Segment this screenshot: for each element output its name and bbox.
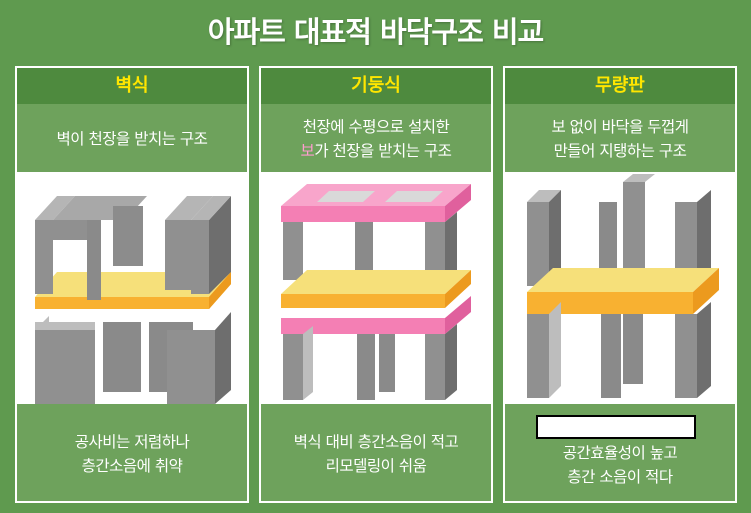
- panel-description: 보 없이 바닥을 두껍게 만들어 지탱하는 구조: [505, 106, 735, 172]
- column-structure-illustration: [261, 172, 491, 404]
- lower-columns: [527, 302, 711, 398]
- wall-structure-svg: [35, 196, 231, 404]
- description-line: 보 없이 바닥을 두껍게: [551, 118, 689, 136]
- footer-line: 공사비는 저렴하나: [74, 432, 190, 451]
- panel-description: 벽이 천장을 받치는 구조: [17, 106, 247, 172]
- wall-structure-illustration: [17, 172, 247, 404]
- column-structure-svg: [281, 184, 471, 400]
- panel-flat-slab-type: 무량판 보 없이 바닥을 두껍게 만들어 지탱하는 구조: [503, 66, 737, 503]
- footer-line: 벽식 대비 층간소음이 적고: [293, 432, 459, 451]
- description-text: 가 천장을 받치는 구조: [314, 142, 452, 160]
- flat-slab-structure-illustration: [505, 172, 735, 404]
- footer-line: 층간소음에 취약: [81, 456, 183, 475]
- floor-slab: [527, 268, 719, 314]
- footer-line: 공간효율성이 높고: [562, 443, 678, 462]
- description-line: 보가 천장을 받치는 구조: [261, 139, 491, 163]
- panel-description: 천장에 수평으로 설치한 보가 천장을 받치는 구조: [261, 106, 491, 172]
- upper-walls: [35, 196, 231, 300]
- panel-footer: 공사비는 저렴하나 층간소음에 취약: [17, 406, 247, 501]
- lower-walls: [35, 312, 231, 404]
- panel-wall-type: 벽식 벽이 천장을 받치는 구조: [15, 66, 249, 503]
- panel-header: 벽식: [17, 68, 247, 104]
- panel-header: 기둥식: [261, 68, 491, 104]
- beam-highlight: 보: [300, 142, 315, 160]
- top-beam-frame: [281, 184, 471, 222]
- description-line: 만들어 지탱하는 구조: [553, 142, 687, 160]
- upper-columns: [527, 174, 711, 286]
- floor-slab: [281, 270, 471, 308]
- panel-footer: 공간효율성이 높고 층간 소음이 적다: [505, 406, 735, 501]
- description-line: 천장에 수평으로 설치한: [302, 118, 450, 136]
- lower-beam: [281, 296, 471, 334]
- page-title: 아파트 대표적 바닥구조 비교: [207, 15, 544, 49]
- footer-line: 리모델링이 쉬움: [325, 456, 427, 475]
- redaction-box: [536, 415, 696, 439]
- footer-line: 층간 소음이 적다: [567, 467, 673, 486]
- panel-footer: 벽식 대비 층간소음이 적고 리모델링이 쉬움: [261, 406, 491, 501]
- description-line: 벽이 천장을 받치는 구조: [56, 130, 208, 148]
- flat-slab-structure-svg: [527, 174, 719, 398]
- panel-header: 무량판: [505, 68, 735, 104]
- upper-columns: [283, 212, 457, 284]
- lower-columns: [283, 324, 457, 400]
- panel-column-type: 기둥식 천장에 수평으로 설치한 보가 천장을 받치는 구조: [259, 66, 493, 503]
